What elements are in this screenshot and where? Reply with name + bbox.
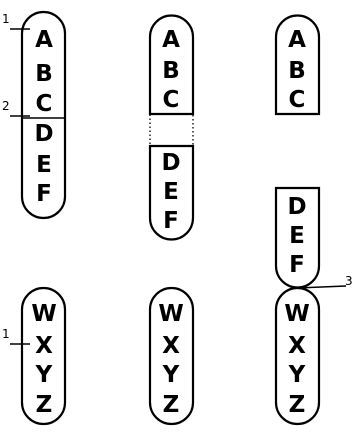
gene-label-w: W [284,301,309,327]
gene-label-d: D [34,121,53,147]
gene-label-a: A [35,27,53,53]
fragment-abc-letters: A B C [288,27,306,113]
gene-label-d: D [161,150,180,176]
gene-label-c: C [36,91,53,117]
gene-label-f: F [289,252,305,278]
gene-label-x: X [162,333,180,359]
gene-label-a: A [288,27,306,53]
fragment-def-letters: D E F [287,194,306,278]
gene-label-y: Y [162,362,180,388]
gene-label-e: E [289,223,305,249]
gene-label-b: B [35,61,53,87]
gene-label-w: W [158,301,183,327]
gene-label-b: B [288,58,306,84]
gene-label-e: E [163,179,179,205]
gene-label-f: F [163,208,179,234]
break-gap [150,114,193,146]
gene-label-x: X [35,333,53,359]
gene-label-x: X [288,333,306,359]
upper-segment-letters: A B C [162,27,180,113]
gene-label-z: Z [163,392,180,418]
gene-label-w: W [31,301,56,327]
gene-label-a: A [162,27,180,53]
gene-label-b: B [162,58,180,84]
gene-label-f: F [36,181,52,207]
lower-segment-letters: D E F [161,150,180,234]
gene-label-c: C [163,87,180,113]
gene-label-y: Y [35,362,53,388]
gene-label-z: Z [289,392,306,418]
gene-label-y: Y [288,362,306,388]
callout-3-label: 3 [345,274,353,288]
gene-label-z: Z [36,392,53,418]
gene-label-d: D [287,194,306,220]
callout-1-label: 1 [2,12,10,26]
callout-1-label: 1 [2,327,10,341]
callout-2-label: 2 [2,99,10,113]
gene-label-c: C [289,87,306,113]
gene-label-e: E [36,152,52,178]
